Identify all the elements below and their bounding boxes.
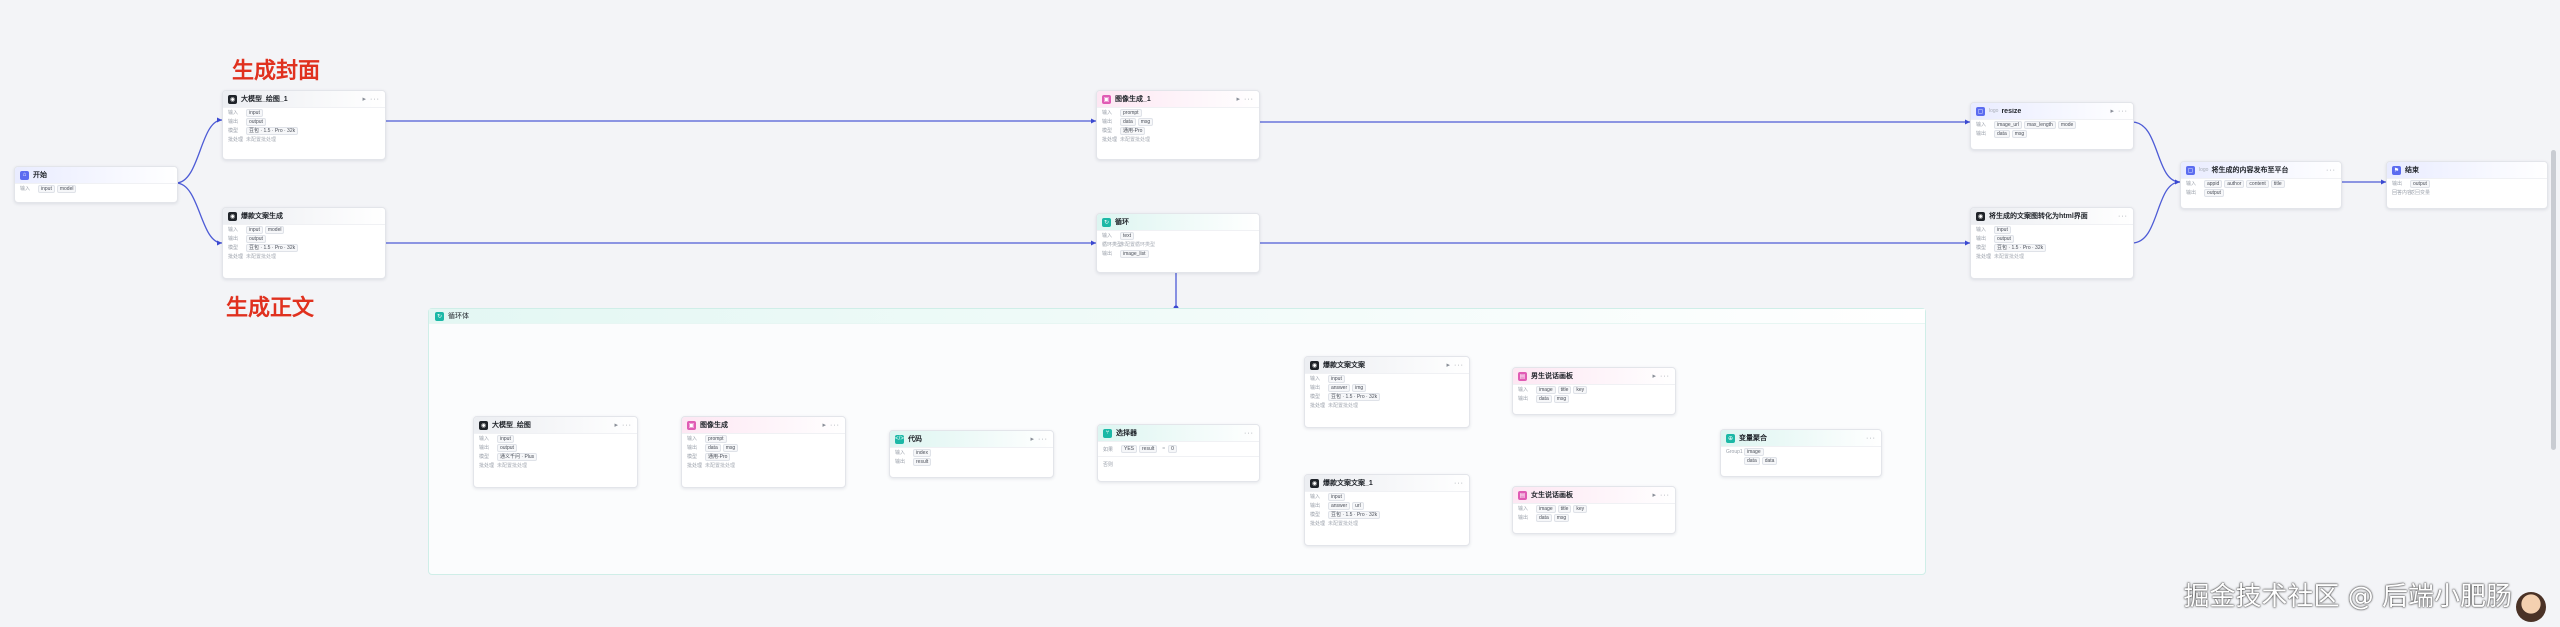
model-icon: ◉ [1976, 211, 1985, 221]
node-actions[interactable]: ▸ ··· [1446, 362, 1464, 369]
node-actions[interactable]: ··· [2118, 212, 2128, 220]
edge-resize-to-publish [2131, 121, 2181, 183]
node-actions[interactable]: ▸ ··· [1236, 96, 1254, 103]
node-actions[interactable]: ··· [1454, 479, 1464, 487]
model-icon: ◉ [479, 420, 488, 430]
loop-icon: ↻ [1102, 217, 1111, 227]
image-icon: ▣ [687, 420, 696, 430]
model-icon: ◉ [1310, 360, 1319, 370]
canvas-icon: ▤ [1518, 371, 1527, 381]
image-icon: ▣ [1102, 94, 1111, 104]
author-avatar [2516, 592, 2546, 622]
node-actions[interactable]: ▸ ··· [1030, 436, 1048, 443]
vertical-scrollbar[interactable] [2551, 150, 2556, 450]
node-header: ⌂ 开始 [15, 167, 177, 184]
annotation-cover: 生成封面 [232, 59, 321, 84]
home-icon: ⌂ [20, 170, 29, 180]
loop-icon: ↻ [435, 311, 444, 321]
annotation-body: 生成正文 [226, 296, 315, 321]
node-actions[interactable]: ▸ ··· [614, 422, 632, 429]
node-actions[interactable]: ··· [1244, 429, 1254, 437]
node-actions[interactable]: ··· [1866, 434, 1876, 442]
canvas-icon: ▤ [1518, 490, 1527, 500]
model-icon: ◉ [228, 211, 237, 221]
flag-icon: ⚑ [2392, 165, 2401, 175]
branch-icon: ⑂ [1103, 428, 1112, 438]
node-actions[interactable]: ··· [2326, 166, 2336, 174]
node-actions[interactable]: ▸ ··· [1652, 373, 1670, 380]
aggregate-icon: ⊕ [1726, 433, 1735, 443]
plugin-logo-icon: ▢ [1976, 106, 1985, 116]
node-actions[interactable]: ▸ ··· [362, 96, 380, 103]
model-icon: ◉ [228, 94, 237, 104]
watermark: 掘金技术社区 @ 后端小肥肠 [2183, 582, 2512, 612]
node-actions[interactable]: ▸ ··· [1652, 492, 1670, 499]
edge-html-to-publish [2131, 181, 2181, 244]
model-icon: ◉ [1310, 478, 1319, 488]
edge-start-to-copy [175, 182, 223, 244]
code-icon: </> [895, 434, 904, 444]
node-actions[interactable]: ▸ ··· [822, 422, 840, 429]
edge-start-to-draw [175, 119, 223, 184]
plugin-logo-icon: ▢ [2186, 165, 2195, 175]
node-title: 开始 [33, 172, 47, 179]
node-actions[interactable]: ▸ ··· [2110, 108, 2128, 115]
